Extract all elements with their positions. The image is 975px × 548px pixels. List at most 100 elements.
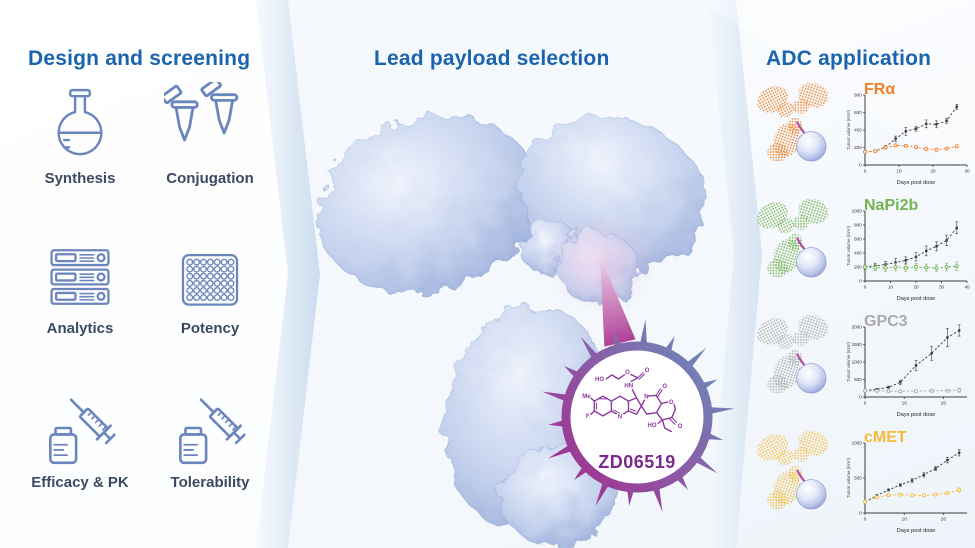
workflow-item-label: Analytics xyxy=(46,320,114,337)
adc-antibody-icon xyxy=(757,198,829,278)
svg-text:Me: Me xyxy=(582,394,591,400)
svg-text:30: 30 xyxy=(964,169,970,174)
svg-text:800: 800 xyxy=(854,93,862,98)
payload-medallion: N N O O O HO Me F HN O O HO xyxy=(542,319,735,512)
adc-antibody-icon xyxy=(757,314,829,394)
antibody-body xyxy=(757,314,829,394)
svg-text:O: O xyxy=(645,368,650,374)
svg-text:0: 0 xyxy=(859,395,862,400)
workflow-item-label: Conjugation xyxy=(166,170,254,187)
svg-text:0: 0 xyxy=(864,285,867,290)
svg-text:200: 200 xyxy=(854,145,862,150)
svg-text:10: 10 xyxy=(896,169,902,174)
target-name: FRα xyxy=(864,81,896,98)
payload-sphere xyxy=(796,363,827,394)
tubes-icon xyxy=(164,82,239,142)
svg-text:0: 0 xyxy=(859,163,862,168)
svg-text:400: 400 xyxy=(854,251,862,256)
svg-text:HO: HO xyxy=(595,377,604,383)
well-plate-grid xyxy=(186,258,235,302)
svg-text:10: 10 xyxy=(888,285,894,290)
svg-text:200: 200 xyxy=(854,265,862,270)
payload-panel-title: Lead payload selection xyxy=(374,47,610,71)
target-name: NaPi2b xyxy=(864,197,919,214)
svg-text:600: 600 xyxy=(854,110,862,115)
svg-text:30: 30 xyxy=(939,285,945,290)
svg-text:2000: 2000 xyxy=(852,325,863,330)
svg-text:Tumor volume (mm³): Tumor volume (mm³) xyxy=(846,457,851,498)
svg-text:10: 10 xyxy=(902,517,908,522)
svg-text:500: 500 xyxy=(854,377,862,382)
svg-text:Days post dose: Days post dose xyxy=(897,180,936,186)
target-name: cMET xyxy=(864,429,907,446)
chevron-separator-1 xyxy=(256,0,320,548)
svg-text:Tumor volume (mm³): Tumor volume (mm³) xyxy=(846,109,851,150)
antibody-body xyxy=(757,198,829,278)
syringe-vial-icon xyxy=(49,398,116,465)
svg-text:Days post dose: Days post dose xyxy=(897,296,936,302)
svg-text:N: N xyxy=(644,394,648,400)
svg-text:0: 0 xyxy=(864,169,867,174)
svg-text:400: 400 xyxy=(854,128,862,133)
well-plate-icon xyxy=(181,254,239,306)
svg-text:10: 10 xyxy=(902,401,908,406)
workflow-item-synthesis: Synthesis xyxy=(15,82,145,187)
svg-text:O: O xyxy=(669,400,674,406)
svg-text:20: 20 xyxy=(941,401,947,406)
svg-text:0: 0 xyxy=(859,279,862,284)
antibody-body xyxy=(757,430,829,510)
svg-text:1000: 1000 xyxy=(852,209,863,214)
left-panel-bg xyxy=(0,0,318,548)
syringe-vial-icon xyxy=(179,398,246,465)
workflow-item-potency: Potency xyxy=(145,248,275,337)
adc-antibody-icon xyxy=(757,82,829,162)
payload-sphere xyxy=(796,247,827,278)
svg-text:HO: HO xyxy=(648,423,657,429)
payload-sphere xyxy=(796,131,827,162)
medallion-ring xyxy=(561,341,713,493)
adc-panel-title: ADC application xyxy=(766,47,932,71)
adc-antibody-icon xyxy=(757,430,829,510)
svg-text:O: O xyxy=(662,384,667,390)
svg-text:F: F xyxy=(586,414,590,420)
svg-text:40: 40 xyxy=(964,285,970,290)
workflow-item-efficacy-pk: Efficacy & PK xyxy=(15,388,145,491)
svg-text:20: 20 xyxy=(930,169,936,174)
svg-text:1500: 1500 xyxy=(852,342,863,347)
server-stack-icon xyxy=(50,249,110,305)
svg-text:500: 500 xyxy=(854,476,862,481)
svg-text:Days post dose: Days post dose xyxy=(897,528,936,534)
workflow-item-tolerability: Tolerability xyxy=(145,388,275,491)
svg-text:1000: 1000 xyxy=(852,360,863,365)
svg-text:HN: HN xyxy=(624,384,633,390)
payload-chemical-structure: N N O O O HO Me F HN O O HO xyxy=(582,368,683,433)
workflow-item-label: Potency xyxy=(180,320,240,337)
svg-text:Tumor volume (mm³): Tumor volume (mm³) xyxy=(846,341,851,382)
svg-text:Days post dose: Days post dose xyxy=(897,412,936,418)
payload-pointer xyxy=(600,256,636,347)
antibody-body xyxy=(757,82,829,162)
design-panel-title: Design and screening xyxy=(28,47,251,71)
svg-text:O: O xyxy=(678,424,683,430)
workflow-item-conjugation: Conjugation xyxy=(145,82,275,187)
payload-name: ZD06519 xyxy=(598,452,676,472)
svg-text:0: 0 xyxy=(859,511,862,516)
svg-text:0: 0 xyxy=(864,517,867,522)
workflow-item-analytics: Analytics xyxy=(15,248,145,337)
svg-text:20: 20 xyxy=(913,285,919,290)
svg-text:600: 600 xyxy=(854,237,862,242)
conjugation-site-glow xyxy=(542,213,658,313)
svg-text:20: 20 xyxy=(941,517,947,522)
svg-text:1000: 1000 xyxy=(852,441,863,446)
svg-text:0: 0 xyxy=(864,401,867,406)
workflow-item-label: Tolerability xyxy=(170,474,250,491)
